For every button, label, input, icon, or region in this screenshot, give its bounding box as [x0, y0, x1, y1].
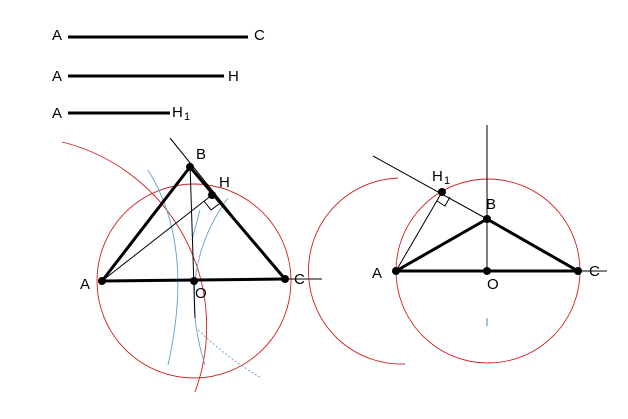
right-label-a: A — [372, 265, 382, 282]
left-label-c: C — [294, 271, 305, 288]
left-circle-diameter-ac — [96, 183, 292, 379]
left-large-arc — [61, 141, 208, 393]
segment-ah1-end-label: H — [172, 104, 183, 121]
left-point-a — [98, 277, 106, 285]
left-label-a: A — [80, 276, 90, 293]
left-label-b: B — [196, 146, 206, 163]
segment-ah1-end-subscript: 1 — [184, 111, 190, 123]
left-point-c — [281, 275, 289, 283]
left-side-bc — [188, 166, 287, 280]
left-side-ab — [100, 166, 192, 282]
right-extension-line — [372, 155, 488, 220]
left-construction: A B C H O — [61, 137, 322, 393]
left-blue-arc-2 — [193, 197, 229, 366]
right-point-a — [392, 267, 400, 275]
right-large-arc — [307, 177, 406, 365]
right-label-h1-subscript: 1 — [444, 175, 450, 187]
left-height-line — [189, 163, 196, 319]
right-altitude-ah1 — [395, 191, 443, 272]
right-label-c: C — [589, 263, 600, 280]
segment-ah-end-label: H — [228, 68, 239, 85]
segment-ac: A C — [52, 27, 265, 44]
right-label-b: B — [486, 196, 496, 213]
right-point-c — [574, 267, 582, 275]
segment-ah1: A H 1 — [52, 104, 190, 123]
left-blue-arc-4 — [191, 209, 201, 241]
segment-ah: A H — [52, 68, 239, 85]
left-point-o — [190, 277, 198, 285]
segment-ac-start-label: A — [52, 27, 62, 44]
right-side-bc — [486, 217, 579, 273]
left-label-h: H — [219, 174, 230, 191]
right-label-o: O — [487, 276, 499, 293]
left-altitude-ah — [101, 194, 213, 282]
right-point-o — [483, 267, 491, 275]
right-label-h1: H — [432, 168, 443, 185]
segment-ac-end-label: C — [254, 27, 265, 44]
given-segments: A C A H A H 1 — [52, 27, 265, 123]
right-right-angle-marker — [436, 196, 451, 207]
left-blue-arc-3 — [197, 329, 263, 379]
left-label-o: O — [195, 285, 207, 302]
right-construction: A B C H 1 O — [307, 125, 607, 365]
right-side-ab — [395, 217, 488, 273]
left-blue-arc-1 — [147, 169, 179, 366]
left-right-angle-marker — [203, 200, 220, 211]
left-point-h — [208, 191, 216, 199]
segment-ah-start-label: A — [52, 68, 62, 85]
right-point-h1 — [438, 188, 446, 196]
segment-ah1-start-label: A — [52, 105, 62, 122]
right-point-b — [483, 215, 491, 223]
left-point-b — [186, 163, 194, 171]
